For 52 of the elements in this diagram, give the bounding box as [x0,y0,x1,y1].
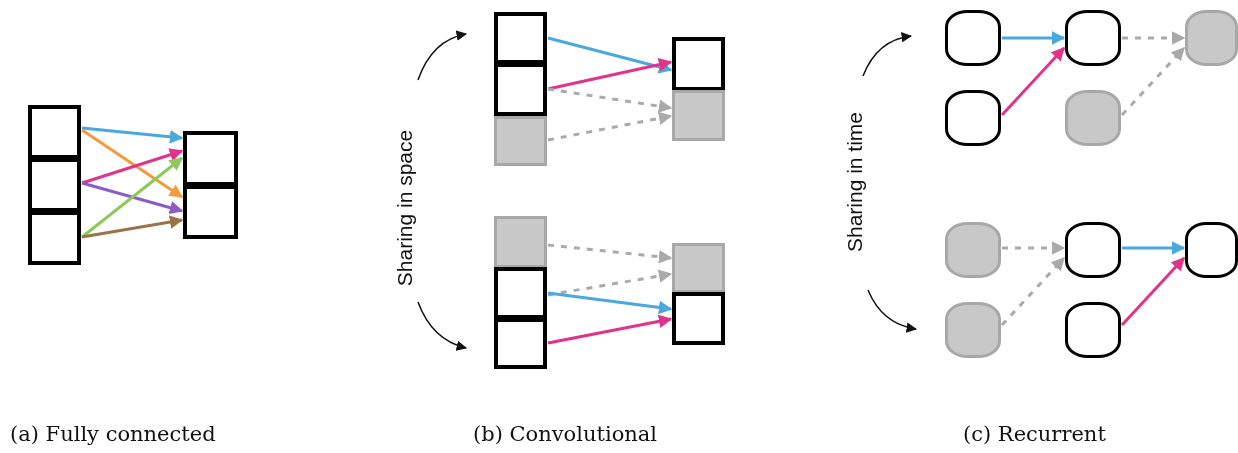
arrow [1000,47,1066,116]
arrow [1120,257,1186,326]
caption: (b) Convolutional [473,422,658,446]
state-node [945,90,1001,146]
arrow [1122,241,1186,255]
inactive-state-node [945,302,1001,358]
cell-box [494,63,547,116]
arrow [81,126,184,144]
inactive-cell-box [494,116,547,166]
state-node [1065,10,1121,66]
inactive-cell-box [494,216,547,268]
arrow [81,181,184,215]
arrow [1000,257,1066,326]
cell-box [183,131,238,186]
state-node [1065,222,1121,278]
arrow [81,215,184,239]
arrow [547,111,673,142]
inactive-state-node [1065,90,1121,146]
arrow [81,148,184,185]
cell-box [28,105,81,159]
arrow [81,156,184,239]
cell-box [494,12,547,64]
inactive-cell-box [672,90,725,141]
caption: (a) Fully connected [10,422,216,446]
inactive-state-node [945,222,1001,278]
arrow [547,291,673,315]
rotated-label: Sharing in space [393,129,418,287]
arrow [1120,47,1186,116]
cell-box [183,185,238,239]
state-node [945,10,1001,66]
state-node [1185,222,1238,278]
arrow [81,128,184,199]
inactive-cell-box [672,243,725,293]
arrow [547,314,673,345]
arrow [547,87,673,113]
rotated-label: Sharing in time [843,111,868,253]
arrow [1002,31,1066,45]
arrow [1122,31,1186,45]
inactive-state-node [1185,10,1238,66]
state-node [1065,302,1121,358]
arrow [547,269,673,297]
arrow [547,243,673,264]
cell-box [672,292,725,345]
arrow [547,58,673,91]
cell-box [494,318,547,369]
cell-box [28,211,81,265]
cell-box [672,37,725,91]
caption: (c) Recurrent [963,422,1106,446]
arrow [547,36,673,74]
arrow [1002,241,1066,255]
cell-box [28,158,81,212]
cell-box [494,267,547,319]
